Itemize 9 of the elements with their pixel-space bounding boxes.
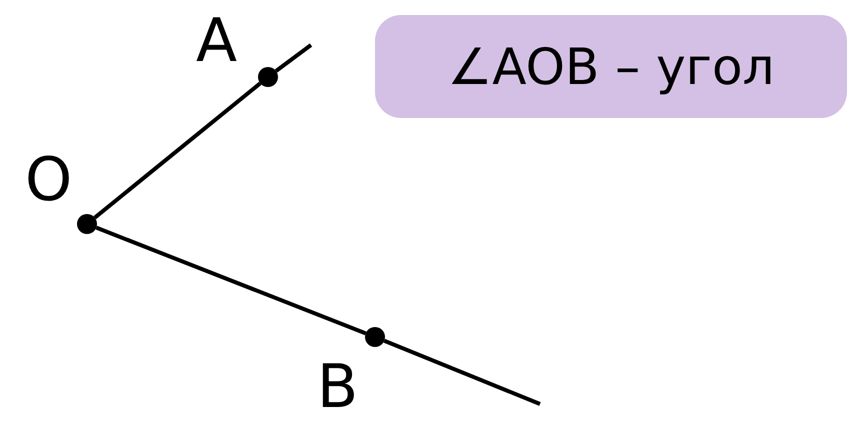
ray-line [96, 226, 366, 336]
definition-card [375, 15, 847, 118]
point-label: B [317, 357, 358, 417]
ray-line [274, 43, 312, 73]
definition-text: ∠AOB – угол [447, 38, 774, 96]
point-label: O [25, 150, 72, 210]
ray-line [384, 338, 541, 406]
point-label: A [196, 11, 238, 71]
ray-line [94, 82, 262, 220]
